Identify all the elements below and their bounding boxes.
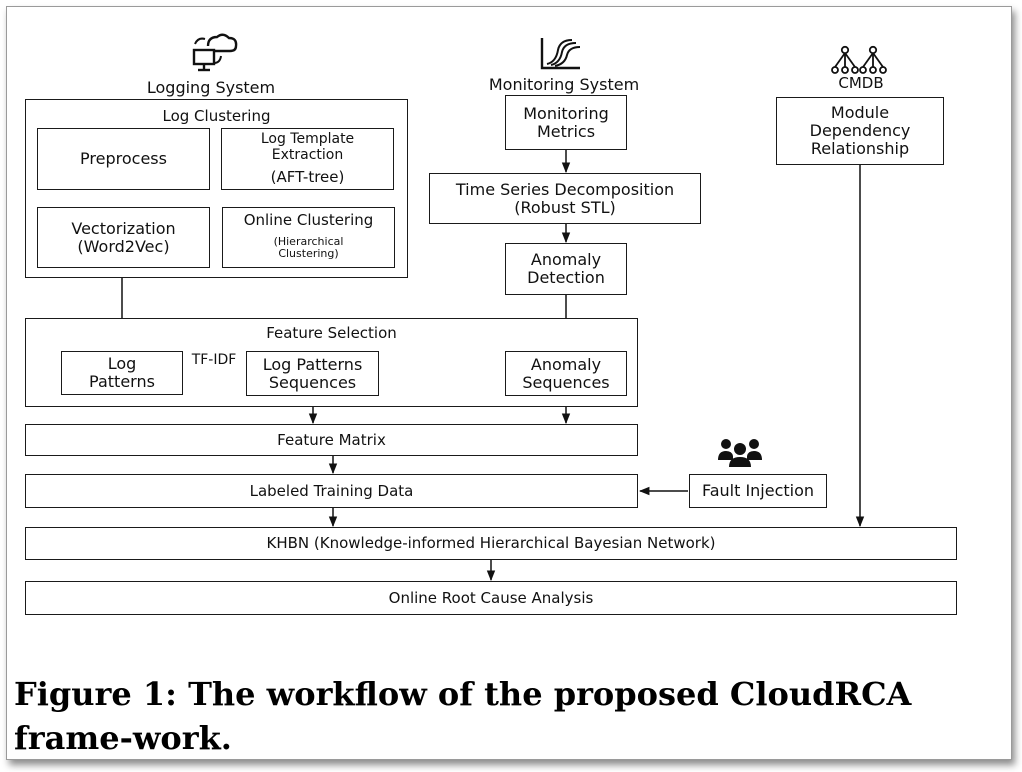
khbn-box	[25, 527, 957, 560]
hierarchical-clustering-label: (Hierarchical Clustering)	[273, 234, 344, 260]
labeled-training-data-label: Labeled Training Data	[249, 481, 414, 500]
preprocess-label: Preprocess	[80, 149, 167, 169]
preprocess-box	[37, 128, 210, 190]
online-root-cause-analysis-box	[25, 581, 957, 615]
module-dependency-label: Module Dependency Relationship	[809, 103, 911, 158]
feature-selection-title: Feature Selection	[266, 324, 397, 342]
log-template-extraction-box	[221, 128, 394, 190]
feature-matrix-label: Feature Matrix	[277, 430, 386, 449]
figure-caption: Figure 1: The workflow of the proposed C…	[14, 675, 912, 757]
anomaly-sequences-box	[505, 351, 627, 396]
aft-tree-label: (AFT-tree)	[270, 167, 345, 186]
time-series-decomposition-box	[429, 173, 701, 224]
fault-injection-box	[689, 474, 827, 508]
time-series-decomposition-label: Time Series Decomposition (Robust STL)	[455, 179, 675, 217]
logging-system-title: Logging System	[146, 78, 276, 97]
monitoring-metrics-label: Monitoring Metrics	[523, 103, 609, 141]
cmdb-title: CMDB	[838, 74, 884, 92]
hierarchy-tree-icon	[831, 45, 887, 74]
vectorization-label: Vectorization (Word2Vec)	[71, 218, 176, 256]
labeled-training-data-box	[25, 474, 638, 508]
monitoring-metrics-box	[505, 95, 627, 150]
log-patterns-sequences-box	[246, 351, 379, 396]
module-dependency-box	[776, 97, 944, 165]
cloud-computer-icon	[192, 33, 238, 72]
log-patterns-label: Log Patterns	[89, 354, 155, 391]
online-clustering-box	[222, 207, 395, 268]
tf-idf-label: TF-IDF	[184, 352, 244, 368]
log-clustering-title: Log Clustering	[162, 107, 271, 125]
feature-matrix-box	[25, 424, 638, 456]
anomaly-sequences-label: Anomaly Sequences	[522, 354, 610, 392]
vectorization-box	[37, 207, 210, 268]
monitoring-system-title: Monitoring System	[488, 75, 640, 94]
line-chart-icon	[540, 38, 581, 70]
log-template-extraction-label: Log Template Extraction	[260, 131, 355, 163]
fault-injection-label: Fault Injection	[701, 481, 815, 501]
anomaly-detection-box	[505, 243, 627, 295]
khbn-label: KHBN (Knowledge-informed Hierarchical Ba…	[266, 534, 716, 553]
users-group-icon	[718, 439, 762, 467]
log-patterns-sequences-label: Log Patterns Sequences	[262, 354, 363, 392]
log-patterns-box	[61, 351, 183, 395]
online-root-cause-analysis-label: Online Root Cause Analysis	[388, 588, 594, 607]
online-clustering-label: Online Clustering	[243, 210, 374, 229]
anomaly-detection-label: Anomaly Detection	[527, 250, 605, 287]
